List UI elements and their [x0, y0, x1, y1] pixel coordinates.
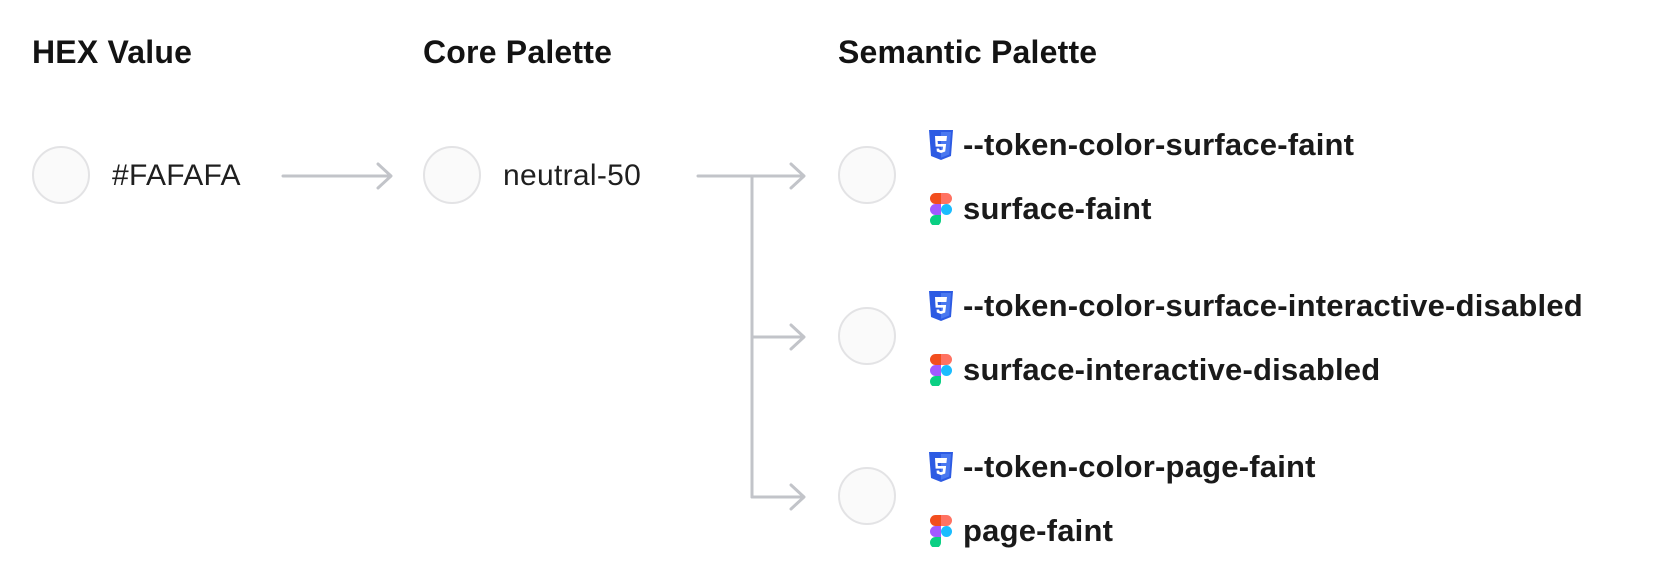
core-to-semantic-arrow-3: [750, 483, 806, 511]
semantic-swatch-3: [838, 467, 896, 525]
figma-token-text-3: page-faint: [963, 513, 1114, 548]
core-to-semantic-arrow-2: [750, 323, 806, 351]
css-token-text-3: --token-color-page-faint: [963, 449, 1316, 484]
hex-color-swatch: [32, 146, 90, 204]
core-color-swatch: [423, 146, 481, 204]
css-token-row-1: --token-color-surface-faint: [927, 128, 1354, 162]
css-token-row-3: --token-color-page-faint: [927, 450, 1316, 484]
figma-token-text-2: surface-interactive-disabled: [963, 352, 1381, 387]
hex-to-core-arrow: [281, 162, 393, 190]
hex-value-label: #FAFAFA: [112, 159, 241, 192]
semantic-swatch-1: [838, 146, 896, 204]
figma-token-row-3: page-faint: [927, 514, 1113, 548]
css3-icon: [927, 128, 955, 162]
semantic-palette-heading: Semantic Palette: [838, 34, 1098, 70]
hex-value-heading: HEX Value: [32, 34, 193, 70]
figma-token-text-1: surface-faint: [963, 191, 1152, 226]
figma-icon: [927, 353, 955, 387]
semantic-swatch-2: [838, 307, 896, 365]
figma-token-row-1: surface-faint: [927, 192, 1152, 226]
figma-icon: [927, 192, 955, 226]
core-palette-heading: Core Palette: [423, 34, 613, 70]
css3-icon: [927, 289, 955, 323]
figma-icon: [927, 514, 955, 548]
css3-icon: [927, 450, 955, 484]
core-to-semantic-arrow-1: [750, 162, 806, 190]
css-token-row-2: --token-color-surface-interactive-disabl…: [927, 289, 1583, 323]
css-token-text-1: --token-color-surface-faint: [963, 127, 1355, 162]
css-token-text-2: --token-color-surface-interactive-disabl…: [963, 288, 1583, 323]
figma-token-row-2: surface-interactive-disabled: [927, 353, 1380, 387]
core-token-label: neutral-50: [503, 159, 642, 192]
core-trunk-line: [696, 174, 754, 499]
